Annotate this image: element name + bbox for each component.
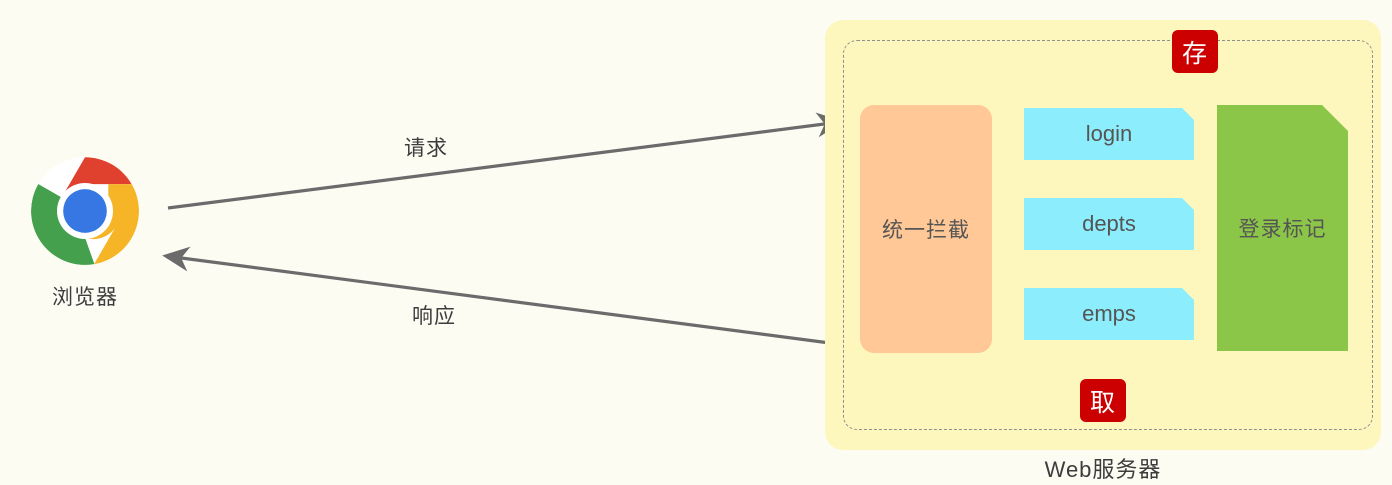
- web-server-dashed-boundary: [843, 40, 1373, 430]
- browser-label: 浏览器: [52, 286, 118, 309]
- login-token-store-label: 登录标记: [1238, 218, 1327, 241]
- endpoint-login-label: login: [1085, 121, 1133, 146]
- request-label: 请求: [404, 137, 448, 160]
- chrome-browser-icon: [31, 157, 139, 265]
- store-badge: 存: [1172, 30, 1218, 73]
- interceptor-label: 统一拦截: [882, 219, 970, 242]
- endpoint-emps-label: emps: [1082, 301, 1136, 326]
- request-connector: [167, 112, 844, 210]
- endpoint-depts-label: depts: [1082, 211, 1136, 236]
- browser-node: 浏览器: [20, 155, 150, 311]
- endpoint-login: login: [1024, 108, 1194, 160]
- endpoint-depts: depts: [1024, 198, 1194, 250]
- response-label: 响应: [412, 305, 456, 328]
- response-connector: [162, 246, 846, 347]
- fetch-badge: 取: [1080, 379, 1126, 422]
- login-token-store-node: 登录标记: [1217, 105, 1348, 351]
- web-server-caption: Web服务器: [1044, 457, 1162, 482]
- interceptor-node: 统一拦截: [860, 105, 992, 353]
- endpoint-emps: emps: [1024, 288, 1194, 340]
